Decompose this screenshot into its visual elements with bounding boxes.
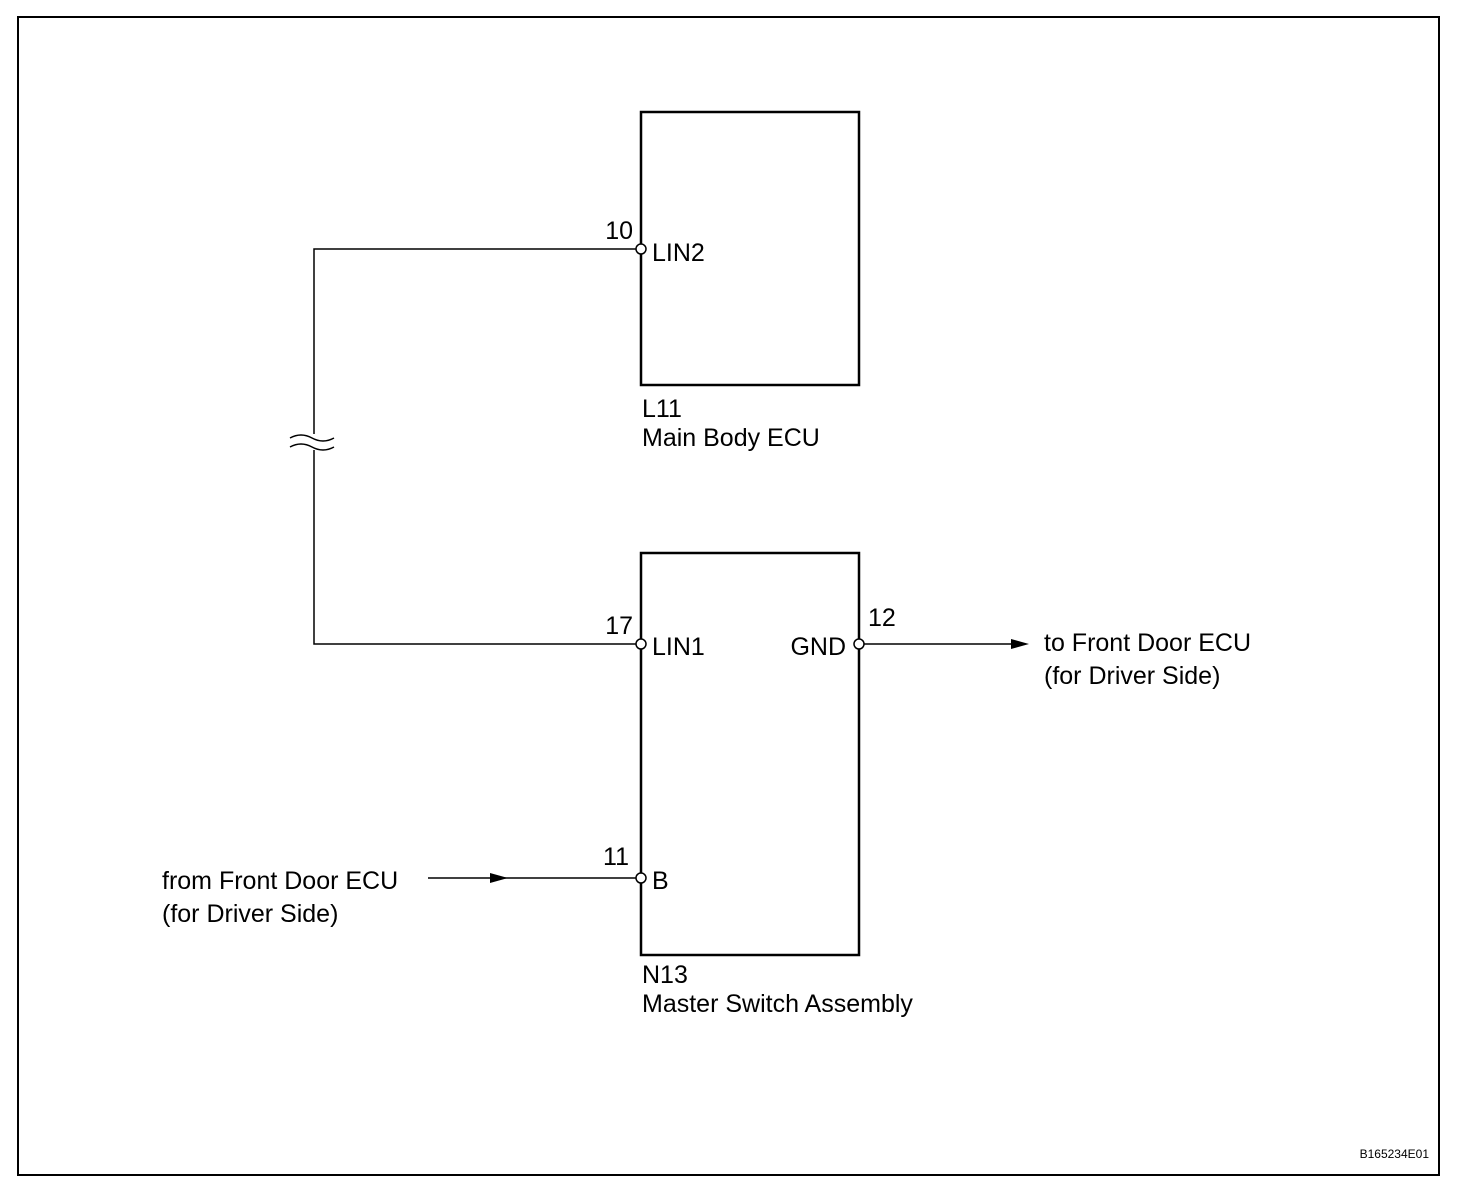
arrow-right-icon bbox=[490, 873, 508, 883]
from-front-door-sublabel: (for Driver Side) bbox=[162, 900, 338, 928]
main-body-ecu-code: L11 bbox=[642, 395, 682, 423]
pin-number-lin2: 10 bbox=[605, 217, 633, 245]
terminal-b bbox=[635, 872, 647, 884]
to-front-door-sublabel: (for Driver Side) bbox=[1044, 662, 1220, 690]
pin-number-b: 11 bbox=[603, 843, 629, 871]
from-front-door-label: from Front Door ECU bbox=[162, 867, 398, 895]
master-switch-code: N13 bbox=[642, 961, 688, 989]
master-switch-name: Master Switch Assembly bbox=[642, 990, 913, 1018]
figure-frame bbox=[17, 16, 1440, 1176]
pin-label-b: B bbox=[652, 867, 669, 895]
pin-number-lin1: 17 bbox=[605, 612, 633, 640]
terminal-lin2 bbox=[635, 243, 647, 255]
pin-label-lin2: LIN2 bbox=[652, 239, 705, 267]
terminal-lin1 bbox=[635, 638, 647, 650]
figure-code: B165234E01 bbox=[1360, 1147, 1430, 1161]
to-front-door-label: to Front Door ECU bbox=[1044, 629, 1251, 657]
pin-label-lin1: LIN1 bbox=[652, 633, 705, 661]
arrow-right-icon bbox=[1011, 639, 1029, 649]
wire-break-icon bbox=[289, 434, 335, 451]
master-switch-box bbox=[639, 551, 861, 957]
pin-number-gnd: 12 bbox=[868, 604, 896, 632]
main-body-ecu-box bbox=[639, 110, 861, 387]
main-body-ecu-name: Main Body ECU bbox=[642, 424, 820, 452]
pin-label-gnd: GND bbox=[790, 633, 846, 661]
terminal-gnd bbox=[853, 638, 865, 650]
lin-wire bbox=[313, 248, 636, 645]
